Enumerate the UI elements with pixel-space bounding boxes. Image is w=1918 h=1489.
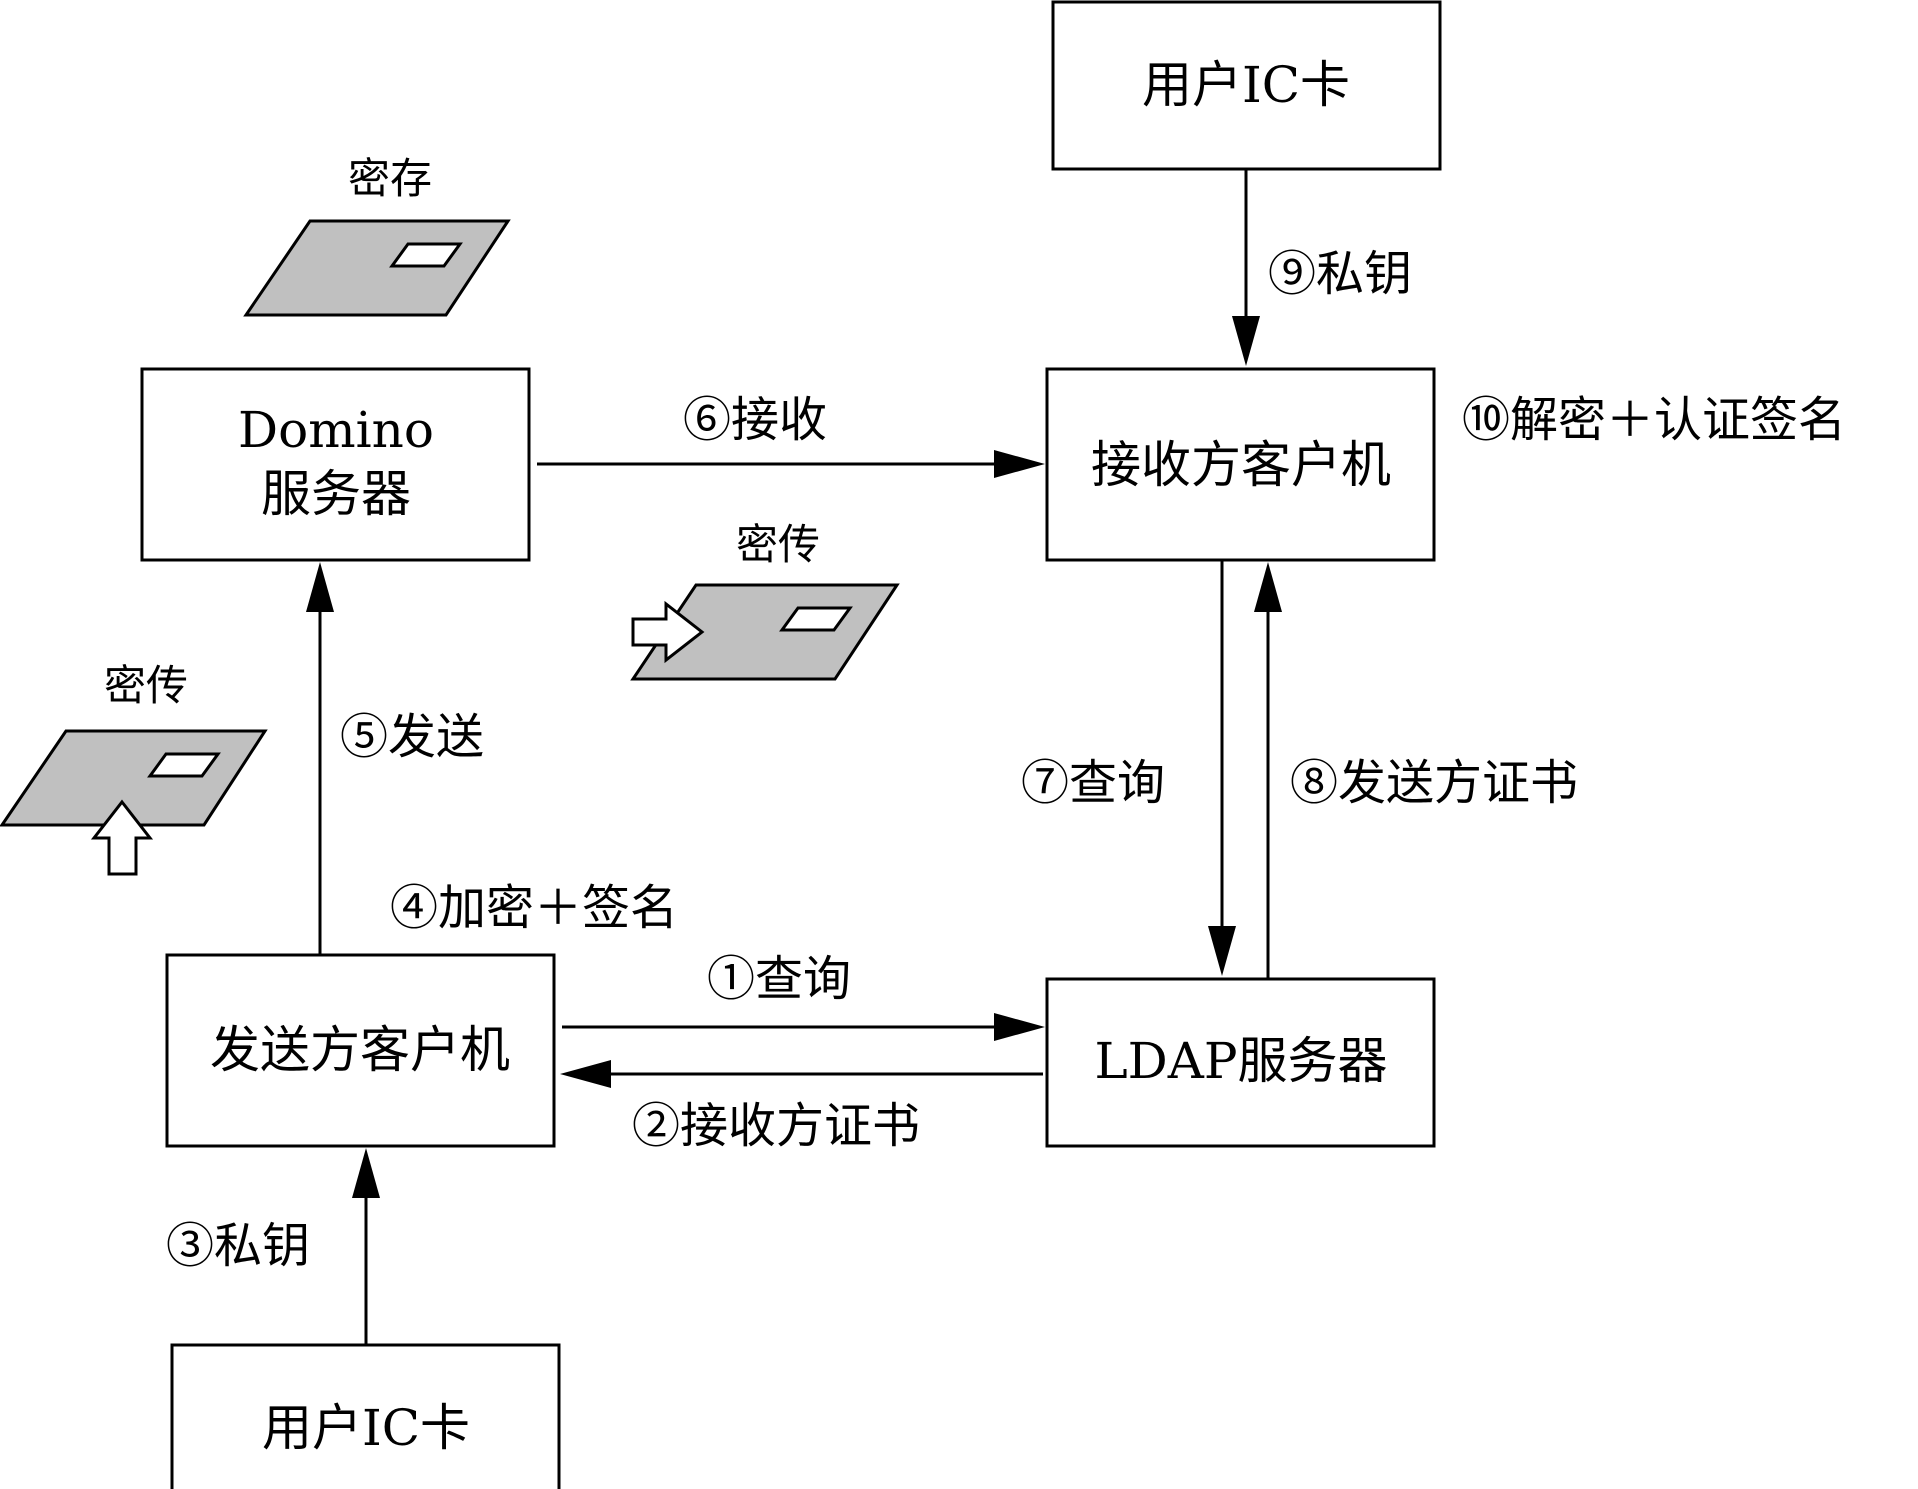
arrow-query-ldap	[562, 1013, 1045, 1041]
ic-card-top-label: 用户IC卡	[1142, 56, 1350, 114]
step-3-label: ③私钥	[166, 1218, 310, 1274]
arrow-private-key-bottom	[352, 1148, 380, 1345]
arrow-query-down	[1208, 560, 1236, 976]
chip-icon	[389, 242, 463, 268]
step-10-label: ⑩解密＋认证签名	[1462, 392, 1846, 448]
arrow-private-key-top	[1232, 169, 1260, 366]
receiver-client-node: 接收方客户机	[1045, 367, 1436, 562]
encrypted-transmit-card-left: 密传	[0, 661, 268, 876]
arrow-receive	[537, 450, 1045, 478]
domino-server-label-line1: Domino	[238, 401, 434, 459]
step-7-label: ⑦查询	[1021, 755, 1165, 811]
chip-icon	[147, 752, 221, 778]
ic-card-bottom-node: 用户IC卡	[170, 1343, 561, 1489]
step-1-label: ①查询	[707, 951, 851, 1007]
receiver-client-label: 接收方客户机	[1091, 436, 1391, 494]
right-arrow-icon	[631, 600, 705, 664]
storage-card-label: 密存	[348, 154, 432, 203]
arrow-send	[306, 562, 334, 955]
step-9-label: ⑨私钥	[1268, 246, 1412, 302]
transmit-card-left-label: 密传	[104, 661, 188, 710]
ldap-server-node: LDAP服务器	[1045, 977, 1436, 1148]
step-6-label: ⑥接收	[683, 392, 827, 448]
ldap-server-label: LDAP服务器	[1094, 1032, 1387, 1090]
domino-server-label-line2: 服务器	[261, 465, 411, 523]
transmit-card-middle-label: 密传	[736, 520, 820, 569]
arrow-sender-cert-up	[1254, 562, 1282, 979]
step-8-label: ⑧发送方证书	[1290, 755, 1578, 811]
step-2-label: ②接收方证书	[632, 1098, 920, 1154]
step-4-label: ④加密＋签名	[390, 880, 678, 936]
up-arrow-icon	[90, 799, 154, 876]
encrypted-storage-card: 密存	[243, 154, 511, 317]
domino-server-node: Domino 服务器	[140, 367, 531, 562]
arrow-receiver-cert	[560, 1060, 1043, 1088]
encrypted-transmit-card-middle: 密传	[630, 520, 900, 681]
sender-client-label: 发送方客户机	[210, 1021, 510, 1079]
step-5-label: ⑤发送	[340, 709, 484, 765]
chip-icon	[779, 606, 853, 632]
ic-card-top-node: 用户IC卡	[1051, 0, 1442, 171]
ic-card-bottom-label: 用户IC卡	[262, 1399, 470, 1457]
sender-client-node: 发送方客户机	[165, 953, 556, 1148]
